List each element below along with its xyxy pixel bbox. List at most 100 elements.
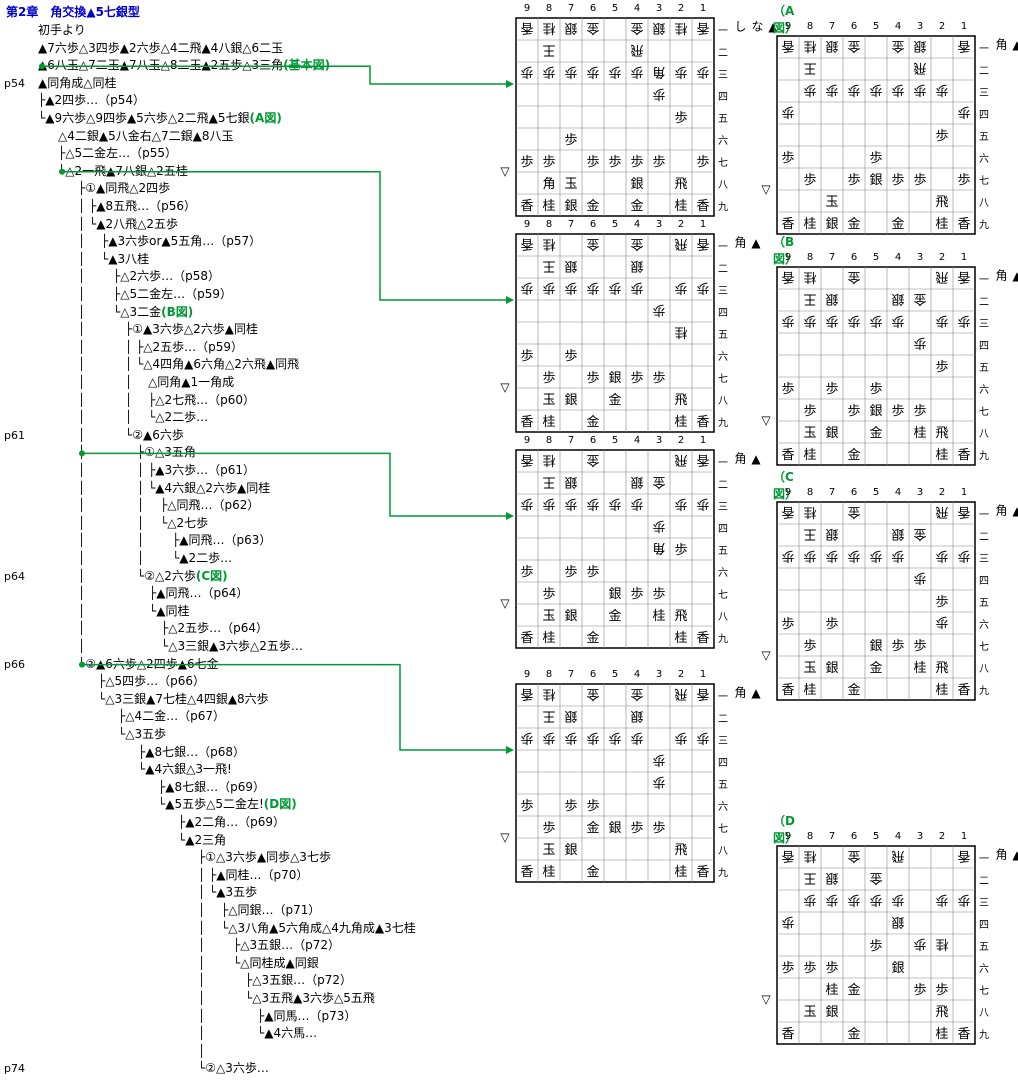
rank-label: 四 — [979, 576, 989, 587]
connector-arrowhead — [506, 80, 514, 88]
gote-piece: 歩 — [586, 280, 599, 295]
sente-piece: 飛 — [935, 426, 948, 441]
sente-piece: 桂 — [913, 426, 926, 441]
sente-piece: 歩 — [542, 821, 555, 836]
file-label: 7 — [828, 21, 836, 32]
move-line: ▲7六歩△3四歩▲2六歩△4二飛▲4八銀△6二玉 — [38, 40, 283, 57]
move-text: └△3三銀▲7七桂△4四銀▲8六歩 — [98, 691, 269, 706]
file-label: 8 — [806, 487, 814, 498]
move-text: │ └②▲6六歩 — [78, 427, 184, 442]
gote-piece: 飛 — [913, 60, 926, 75]
gote-piece: 桂 — [542, 686, 555, 701]
gote-piece: 桂 — [935, 936, 948, 951]
file-label: 9 — [784, 21, 792, 32]
file-label: 7 — [567, 3, 575, 14]
rank-label: 五 — [979, 132, 989, 143]
file-label: 6 — [589, 3, 597, 14]
gote-piece: 香 — [957, 504, 970, 519]
gote-piece: 香 — [957, 38, 970, 53]
file-label: 8 — [545, 3, 553, 14]
move-line: └②△3六歩… — [198, 1060, 269, 1077]
board-label: （B図） — [773, 235, 798, 266]
rank-label: 七 — [718, 824, 728, 835]
gote-piece: 歩 — [630, 64, 643, 79]
gote-piece: 歩 — [869, 892, 882, 907]
gote-piece: 歩 — [781, 914, 794, 929]
sente-piece: 金 — [586, 864, 599, 880]
move-text: ├▲2四歩…（p54） — [38, 93, 145, 108]
sente-piece: 歩 — [847, 173, 860, 188]
gote-piece: 銀 — [913, 38, 926, 53]
gote-piece: 香 — [957, 848, 970, 863]
move-text: │ │ ├▲3六歩…（p61） — [78, 463, 256, 477]
sente-piece: 歩 — [630, 371, 643, 386]
gote-piece: 歩 — [935, 892, 948, 907]
board-grid: 香桂金飛香王銀銀金歩歩歩歩歩歩歩歩歩歩歩歩歩歩銀歩歩玉銀金桂飛香桂金桂香 — [776, 501, 976, 701]
gote-piece: 歩 — [847, 82, 860, 97]
move-text: │ ├△2六歩…（p58） — [78, 269, 221, 284]
gote-piece: 歩 — [847, 313, 860, 328]
file-label: 8 — [806, 831, 814, 842]
sente-piece: 歩 — [913, 404, 926, 419]
page-ref: p64 — [4, 569, 25, 583]
gote-piece: 金 — [869, 870, 882, 886]
gote-piece: 角 — [652, 64, 665, 79]
rank-label: 一 — [718, 26, 728, 37]
move-line: │ │ △同角▲1一角成 — [78, 374, 234, 391]
move-text: └②▲6六歩△2四歩▲6七金 — [78, 656, 219, 671]
move-line: 初手より — [38, 22, 86, 39]
gote-piece: 桂 — [803, 38, 816, 53]
file-label: 3 — [655, 435, 663, 446]
gote-piece: 銀 — [891, 291, 904, 306]
rank-label: 三 — [979, 898, 989, 909]
gote-piece: 歩 — [520, 496, 533, 511]
move-text: ▲同角成△同桂 — [38, 75, 117, 90]
move-line: ▲同角成△同桂 — [38, 75, 116, 92]
gote-piece: 歩 — [891, 892, 904, 907]
rank-label: 八 — [718, 396, 728, 407]
move-text: △4二銀▲5八金右△7二銀▲8八玉 — [58, 128, 234, 143]
sente-piece: 香 — [696, 865, 709, 880]
move-text: │ └△3五飛▲3六歩△5五飛 — [198, 991, 375, 1005]
sente-piece: 香 — [781, 683, 794, 698]
rank-label: 四 — [718, 92, 728, 103]
gote-piece: 銀 — [630, 474, 643, 489]
rank-label: 三 — [979, 554, 989, 565]
gote-piece: 歩 — [935, 313, 948, 328]
sente-piece: 歩 — [542, 587, 555, 602]
diagram-ref: (C図) — [195, 568, 228, 583]
board-grid: 香桂銀金金銀香王飛歩歩歩歩歩歩歩歩歩歩歩歩歩歩銀歩歩歩玉飛香桂銀金金桂香 — [776, 35, 976, 235]
board-label: （A図） — [773, 4, 798, 35]
sente-piece: 銀 — [608, 371, 621, 386]
gote-piece: 王 — [803, 60, 816, 75]
gote-piece: 歩 — [564, 64, 577, 79]
rank-label: 六 — [718, 568, 728, 579]
gote-piece: 飛 — [891, 848, 904, 863]
sente-piece: 歩 — [674, 111, 687, 126]
move-text: └▲4六銀△3一飛! — [138, 762, 232, 777]
rank-label: 一 — [979, 510, 989, 521]
sente-piece: 歩 — [825, 961, 838, 976]
page-ref: p66 — [4, 657, 25, 671]
file-label: 3 — [916, 831, 924, 842]
sente-piece: 歩 — [781, 961, 794, 976]
gote-piece: 歩 — [935, 614, 948, 629]
file-label: 2 — [938, 831, 946, 842]
move-text: ├▲8七銀…（p69） — [158, 779, 265, 794]
sente-piece: 歩 — [696, 155, 709, 170]
sente-piece: 金 — [608, 392, 621, 408]
sente-piece: 玉 — [803, 661, 816, 676]
file-label: 1 — [699, 219, 707, 230]
rank-label: 三 — [979, 88, 989, 99]
file-label: 5 — [611, 219, 619, 230]
sente-piece: 銀 — [564, 199, 577, 214]
move-line: │ ├△同銀…（p71） — [198, 902, 320, 919]
gote-piece: 桂 — [803, 504, 816, 519]
sente-piece: 歩 — [803, 961, 816, 976]
move-line: └△3五歩 — [118, 726, 166, 743]
sente-hand: ▲角 — [994, 504, 1018, 518]
file-label: 5 — [872, 487, 880, 498]
gote-piece: 金 — [586, 20, 599, 36]
sente-piece: 歩 — [652, 587, 665, 602]
connector-line — [62, 171, 510, 301]
